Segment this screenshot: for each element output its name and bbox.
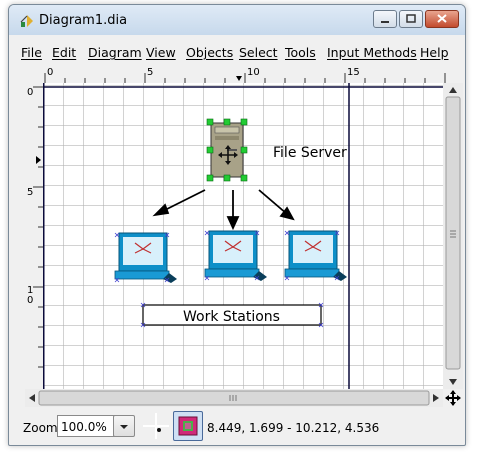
server-icon[interactable] — [210, 122, 244, 178]
diagram-canvas[interactable]: File Server Work Stations — [43, 83, 443, 389]
minimize-button[interactable] — [373, 10, 397, 28]
selection-handles[interactable] — [206, 118, 248, 182]
scroll-left-icon[interactable] — [29, 394, 35, 402]
menu-edit[interactable]: Edit — [52, 45, 77, 60]
navigate-icon[interactable] — [443, 389, 463, 407]
title-bar[interactable]: Diagram1.dia — [9, 5, 465, 35]
close-button[interactable] — [425, 10, 459, 28]
workstation-icon[interactable] — [114, 232, 177, 283]
close-icon — [437, 14, 447, 23]
menu-input-methods[interactable]: Input Methods — [327, 45, 417, 60]
ruler-label-10: 10 — [247, 67, 260, 78]
vertical-scroll-thumb[interactable] — [445, 96, 461, 370]
scroll-right-icon[interactable] — [433, 394, 439, 402]
vertical-ruler-ticks — [33, 86, 43, 368]
workstations-box[interactable] — [142, 304, 322, 326]
file-server-label[interactable]: File Server — [273, 145, 347, 161]
minimize-icon — [381, 21, 389, 23]
connection-arrows[interactable] — [152, 189, 295, 231]
maximize-button[interactable] — [399, 10, 423, 28]
menu-diagram[interactable]: Diagram — [88, 45, 142, 60]
zoom-label: Zoom — [23, 421, 58, 435]
horizontal-ruler-ticks — [44, 73, 446, 83]
zoom-dropdown-button[interactable] — [113, 415, 135, 437]
vertical-ruler: 0 5 1 0 — [25, 83, 44, 389]
snap-to-grid-toggle[interactable] — [143, 413, 169, 439]
snap-objects-icon — [178, 416, 198, 436]
menu-bar: File Edit Diagram View Objects Select To… — [9, 41, 465, 63]
horizontal-scrollbar-graphic — [29, 390, 439, 406]
ruler-label-0: 0 — [47, 67, 54, 78]
scroll-down-icon[interactable] — [449, 379, 457, 385]
ruler-label-15: 15 — [347, 67, 360, 78]
vruler-label-5: 5 — [27, 187, 34, 198]
maximize-icon — [406, 14, 416, 23]
workstation-icon[interactable] — [204, 230, 267, 281]
grid-snap-icon — [143, 413, 169, 439]
work-stations-label[interactable]: Work Stations — [183, 309, 280, 325]
ruler-label-5: 5 — [147, 67, 154, 78]
textbox-handles — [140, 302, 324, 328]
menu-tools[interactable]: Tools — [285, 45, 316, 60]
menu-file[interactable]: File — [21, 45, 42, 60]
menu-objects[interactable]: Objects — [186, 45, 234, 60]
dia-app-icon — [20, 15, 33, 27]
vertical-ruler-pointer-icon — [36, 156, 41, 164]
scroll-up-icon[interactable] — [449, 87, 457, 93]
vertical-scrollbar[interactable] — [443, 83, 463, 389]
status-bar: Zoom 100.0% 8.449, 1.699 - 10.212, 4.536 — [9, 409, 465, 445]
vertical-scrollbar-graphic — [445, 87, 461, 385]
zoom-input[interactable]: 100.0% — [57, 415, 117, 437]
vruler-label-0: 0 — [27, 87, 34, 98]
chevron-down-icon — [120, 425, 128, 429]
selection-coordinates: 8.449, 1.699 - 10.212, 4.536 — [207, 421, 380, 435]
diagram-drawing — [43, 83, 443, 389]
horizontal-ruler: 0 5 10 15 — [43, 65, 463, 84]
ruler-corner — [25, 65, 43, 83]
window-title: Diagram1.dia — [39, 13, 128, 28]
vruler-label-10a: 1 — [27, 285, 34, 296]
menu-help[interactable]: Help — [420, 45, 449, 60]
ruler-pointer-icon — [236, 76, 242, 81]
horizontal-scrollbar[interactable] — [25, 389, 443, 407]
vruler-label-10b: 0 — [27, 295, 34, 306]
workstation-icon[interactable] — [284, 230, 347, 281]
horizontal-scroll-thumb[interactable] — [38, 390, 430, 406]
app-window: Diagram1.dia File Edit Diagram View Obje… — [8, 4, 466, 446]
zoom-value: 100.0% — [61, 420, 107, 434]
snap-to-objects-toggle[interactable] — [173, 411, 203, 441]
menu-view[interactable]: View — [146, 45, 176, 60]
menu-select[interactable]: Select — [239, 45, 278, 60]
